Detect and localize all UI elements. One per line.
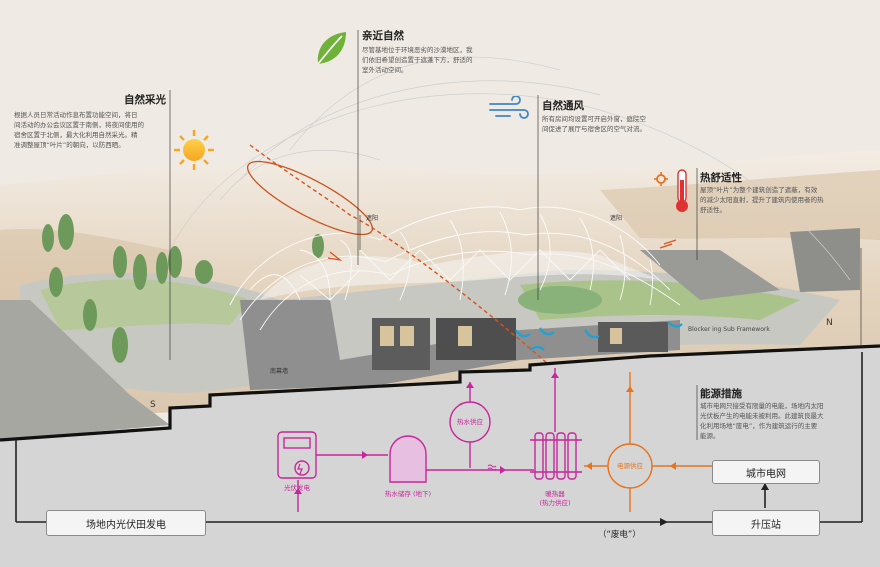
energy-line: 城市电网只接受有限量的电能，场地内太阳 [700,402,824,410]
orange-arrows [586,386,676,470]
pv-gen-label: 光伏发电 [284,484,310,492]
north-marker: N [826,318,833,328]
energy-title: 能源措施 [700,388,742,400]
comfort-line: 的减少太阳直射，提升了建筑内使用者的热 [700,196,824,204]
comfort-line: 舒适性。 [700,206,726,214]
airflow-arrows [515,321,683,351]
comfort-title: 热舒适性 [700,172,742,184]
radiator-label-line: 暖热器 [545,490,565,498]
shade-label-left: 遮阳 [366,215,379,222]
roof-leaf [260,250,660,300]
gear-icon [654,172,668,186]
ventilation-title: 自然通风 [542,100,584,112]
daylight-line: 根据人员日常活动作息布置功能空间，将日 [14,111,138,119]
leaf-icon [317,32,346,65]
radiator-icon [530,432,582,480]
radiator-label-line: (热力供应) [539,499,571,507]
daylight-line: 间活动的办公会议区置于南侧，将夜间使用的 [14,121,144,129]
waste-power-label: （“废电”） [598,530,641,540]
storage-label: 热水储存 (地下) [384,490,432,498]
wind-icon [489,96,529,119]
energy-line: 光伏板产生的电能未被利用。此建筑良最大 [700,412,824,420]
power-supply-label: 电源供应 [617,462,643,470]
hot-water-label: 热水供应 [457,418,483,426]
framework-label: Blocker ing Sub Framework [688,326,770,333]
nature-line: 室外活动空间。 [362,66,408,74]
comfort-body: 屋顶“叶片”为整个建筑创造了遮蔽，有效 的减少太阳直射，提升了建筑内使用者的热 … [700,185,860,215]
pv-field-box: 场地内光伏田发电 [46,510,206,536]
ventilation-line: 所有房间均设置可开启外窗，庭院空 [542,115,646,123]
magenta-arrows [294,372,559,494]
daylight-body: 根据人员日常活动作息布置功能空间，将日 间活动的办公会议区置于南侧，将夜间使用的… [14,110,174,150]
comfort-line: 屋顶“叶片”为整个建筑创造了遮蔽，有效 [700,186,818,194]
ventilation-line: 间促进了展厅与宿舍区的空气对流。 [542,125,646,133]
sun-icon [174,130,214,170]
energy-line: 能源。 [700,432,720,440]
nature-body: 尽管基地位于环境恶劣的沙漠地区，我 们依旧希望创造置于遮蓬下方，舒适的 室外活动… [362,45,502,75]
shade-label-right: 遮阳 [610,215,623,222]
storage-tank-icon [389,435,427,483]
radiator-label: 暖热器 (热力供应) [524,490,586,508]
nature-line: 尽管基地位于环境恶劣的沙漠地区，我 [362,46,473,54]
substation-box: 升压站 [712,510,820,536]
thermometer-icon [676,169,688,212]
energy-line: 化利用场地“废电”，作为建筑运行的主要 [700,422,818,430]
south-marker: S [150,400,156,410]
leader-lines [169,30,862,440]
tree-group [42,214,324,363]
daylight-line: 准调整屋顶“叶片”的朝向，以防西晒。 [14,141,125,149]
daylight-line: 宿舍区置于北侧，最大化利用自然采光。精 [14,131,138,139]
energy-body: 城市电网只接受有限量的电能，场地内太阳 光伏板产生的电能未被利用。此建筑良最大 … [700,401,860,441]
sun-path-arcs [169,56,851,281]
ground-section [0,346,880,567]
ground-line [0,344,880,442]
city-grid-box: 城市电网 [712,460,820,484]
daylight-title: 自然采光 [124,94,166,106]
retaining-wall [0,300,170,440]
nature-line: 们依旧希望创造置于遮蓬下方，舒适的 [362,56,473,64]
ventilation-body: 所有房间均设置可开启外窗，庭院空 间促进了展厅与宿舍区的空气对流。 [542,114,682,134]
nature-title: 亲近自然 [362,30,404,42]
south-wall-label: 南幕墙 [270,368,289,375]
